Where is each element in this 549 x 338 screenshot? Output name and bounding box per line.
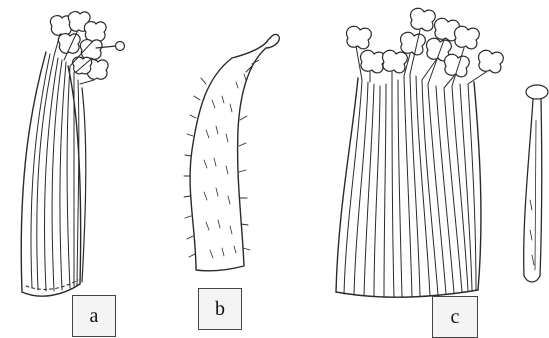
label-a: a	[72, 295, 116, 337]
stamen-bundle-c	[336, 8, 503, 297]
bundle-a-outline-right-2	[82, 88, 86, 282]
label-b: b	[198, 288, 242, 330]
stamen-bundle-a	[21, 12, 124, 297]
single-stamen-texture	[530, 120, 536, 270]
bundle-c-anthers	[347, 8, 504, 77]
pistil-b-outline	[190, 34, 279, 270]
bundle-c-outline-left	[336, 78, 358, 292]
pistil-b-hairs	[184, 60, 259, 257]
bundle-a-stigma	[116, 42, 125, 51]
bundle-c-filaments	[344, 74, 476, 297]
label-c: c	[432, 296, 478, 338]
pistil-b-texture	[204, 74, 246, 258]
pistil-b	[184, 34, 279, 270]
single-stamen-anther	[526, 85, 548, 99]
single-stamen	[524, 85, 548, 282]
bundle-c-outline-right	[474, 82, 481, 290]
single-stamen-filament	[524, 99, 542, 282]
